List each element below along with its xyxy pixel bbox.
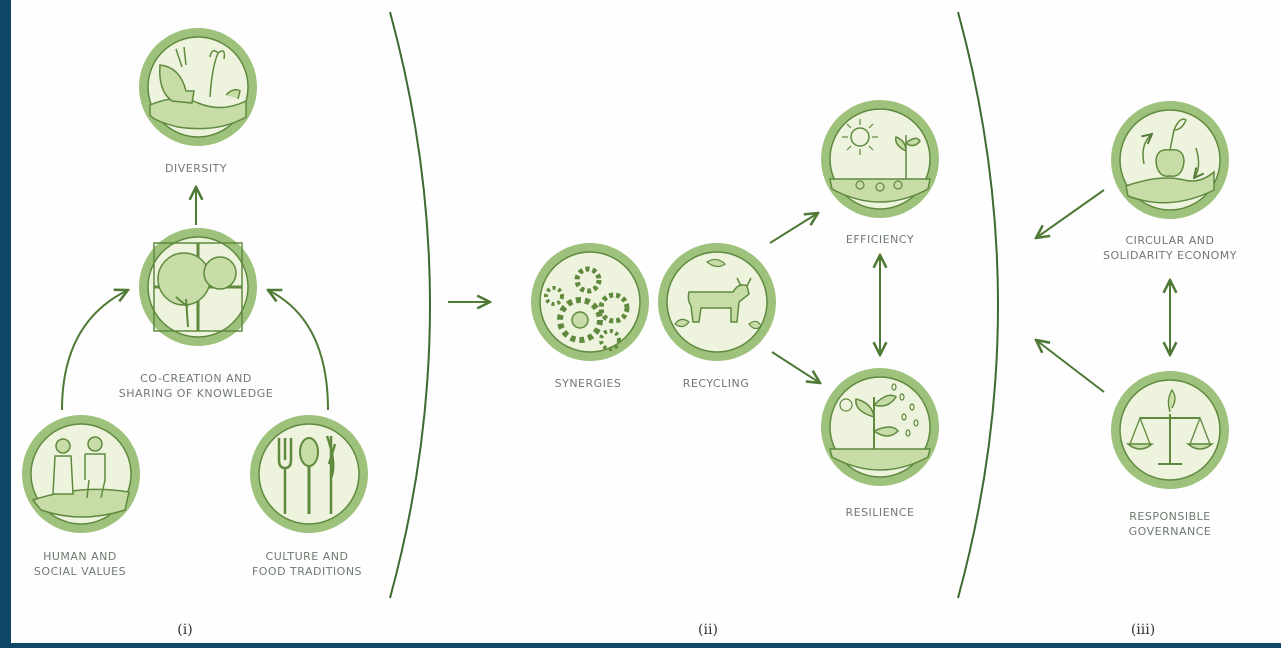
cow-icon	[658, 243, 776, 361]
bracket-left	[389, 11, 431, 599]
wildlife-icon	[139, 28, 257, 146]
label-diversity: DIVERSITY	[165, 162, 227, 175]
label-circular-economy: CIRCULAR AND SOLIDARITY ECONOMY	[1102, 234, 1238, 262]
label-resilience: RESILIENCE	[845, 506, 915, 519]
arrow-governance-to-group2	[1036, 340, 1105, 393]
apple-cycle-icon	[1111, 101, 1229, 219]
frame-left-border	[0, 0, 11, 648]
bracket-right	[957, 11, 999, 599]
label-cocreation: CO-CREATION AND SHARING OF KNOWLEDGE	[118, 372, 274, 400]
arrow-human-to-cocreation	[61, 290, 128, 411]
scales-icon	[1111, 371, 1229, 489]
label-synergies: SYNERGIES	[554, 377, 622, 390]
group-label-iii: (iii)	[1130, 622, 1156, 638]
label-recycling: RECYCLING	[682, 377, 750, 390]
label-human-values: HUMAN AND SOCIAL VALUES	[33, 550, 127, 578]
group-label-i: (i)	[177, 622, 193, 638]
label-governance: RESPONSIBLE GOVERNANCE	[1128, 510, 1212, 538]
arrow-culture-to-cocreation	[268, 290, 329, 411]
utensils-icon	[250, 415, 368, 533]
arrow-recycling-to-resilience	[771, 351, 820, 383]
rain-plant-icon	[821, 368, 939, 486]
label-culture: CULTURE AND FOOD TRADITIONS	[251, 550, 363, 578]
group-label-ii: (ii)	[698, 622, 718, 638]
frame-bottom-border	[0, 643, 1281, 648]
gears-icon	[531, 243, 649, 361]
tree-icon	[139, 228, 257, 346]
sun-sprouts-icon	[821, 100, 939, 218]
label-efficiency: EFFICIENCY	[845, 233, 915, 246]
people-icon	[22, 415, 140, 533]
arrow-recycling-to-efficiency	[769, 213, 818, 244]
arrow-circular-to-group2	[1036, 189, 1105, 238]
